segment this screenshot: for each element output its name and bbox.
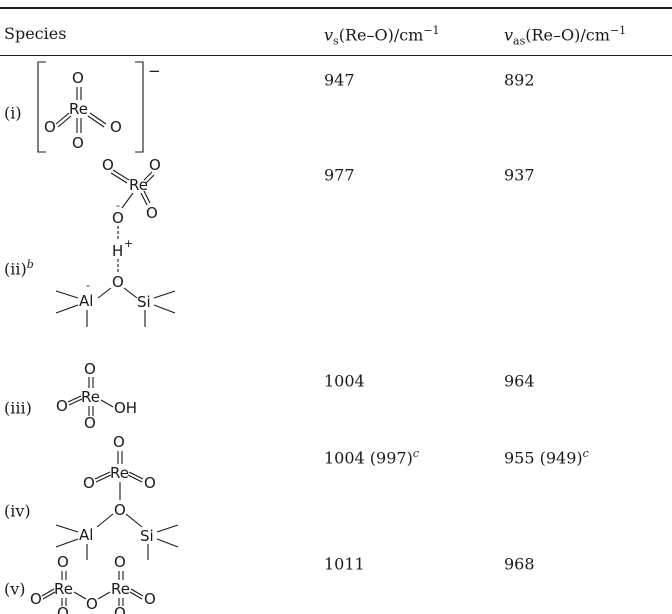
cell-vas-v: 968 xyxy=(504,554,535,574)
atom-o: O xyxy=(112,209,124,227)
atom-re: Re xyxy=(54,580,73,598)
row-label-iii: (iii) xyxy=(4,398,32,418)
table-header-rule xyxy=(0,55,672,56)
atom-o: O xyxy=(114,604,126,614)
atom-o: O xyxy=(57,604,69,614)
row-label-i: (i) xyxy=(4,103,22,123)
atom-o: O xyxy=(57,553,69,571)
atom-o: O xyxy=(30,590,42,608)
anion-charge: − xyxy=(148,62,161,80)
hydroxyl-group: OH xyxy=(114,399,137,417)
cell-vs-ii: 977 xyxy=(324,165,355,185)
atom-o: O xyxy=(102,156,114,174)
atom-o: O xyxy=(114,501,126,519)
header-vs: vs(Re–O)/cm−1 xyxy=(324,24,440,48)
charge-minus: - xyxy=(86,279,90,292)
cell-vas-ii: 937 xyxy=(504,165,535,185)
header-species: Species xyxy=(4,24,67,43)
atom-o: O xyxy=(113,433,125,451)
bracket-left xyxy=(37,61,46,153)
atom-al: Al xyxy=(79,526,93,544)
charge-plus: + xyxy=(124,237,133,250)
atom-o: O xyxy=(56,397,68,415)
row-label-iv: (iv) xyxy=(4,501,31,521)
atom-o: O xyxy=(72,69,84,87)
cell-vs-v: 1011 xyxy=(324,554,365,574)
cell-vs-iv: 1004 (997)c xyxy=(324,447,419,468)
atom-o: O xyxy=(146,204,158,222)
atom-re: Re xyxy=(110,464,129,482)
atom-o: O xyxy=(149,156,161,174)
atom-al: Al xyxy=(79,292,93,310)
atom-o: O xyxy=(112,273,124,291)
atom-o: O xyxy=(144,590,156,608)
atom-si: Si xyxy=(140,527,154,545)
atom-o: O xyxy=(44,118,56,136)
atom-re: Re xyxy=(69,100,88,118)
atom-o: O xyxy=(83,474,95,492)
cell-vas-iii: 964 xyxy=(504,371,535,391)
table-top-rule xyxy=(0,7,672,9)
atom-re: Re xyxy=(129,176,148,194)
bracket-right xyxy=(135,61,144,153)
atom-h: H xyxy=(112,242,123,260)
row-label-ii: (ii)b xyxy=(4,258,34,279)
atom-si: Si xyxy=(137,293,151,311)
atom-o: O xyxy=(84,360,96,378)
atom-o: O xyxy=(72,134,84,152)
charge-minus: - xyxy=(116,199,120,212)
cell-vs-i: 947 xyxy=(324,70,355,90)
cell-vs-iii: 1004 xyxy=(324,371,365,391)
row-label-v: (v) xyxy=(4,579,26,599)
cell-vas-i: 892 xyxy=(504,70,535,90)
atom-o: O xyxy=(110,118,122,136)
cell-vas-iv: 955 (949)c xyxy=(504,447,589,468)
atom-o: O xyxy=(84,414,96,432)
atom-re: Re xyxy=(81,388,100,406)
atom-o: O xyxy=(114,553,126,571)
atom-o: O xyxy=(86,595,98,613)
atom-o: O xyxy=(144,474,156,492)
header-vas: vas(Re–O)/cm−1 xyxy=(504,24,627,48)
atom-re: Re xyxy=(111,580,130,598)
